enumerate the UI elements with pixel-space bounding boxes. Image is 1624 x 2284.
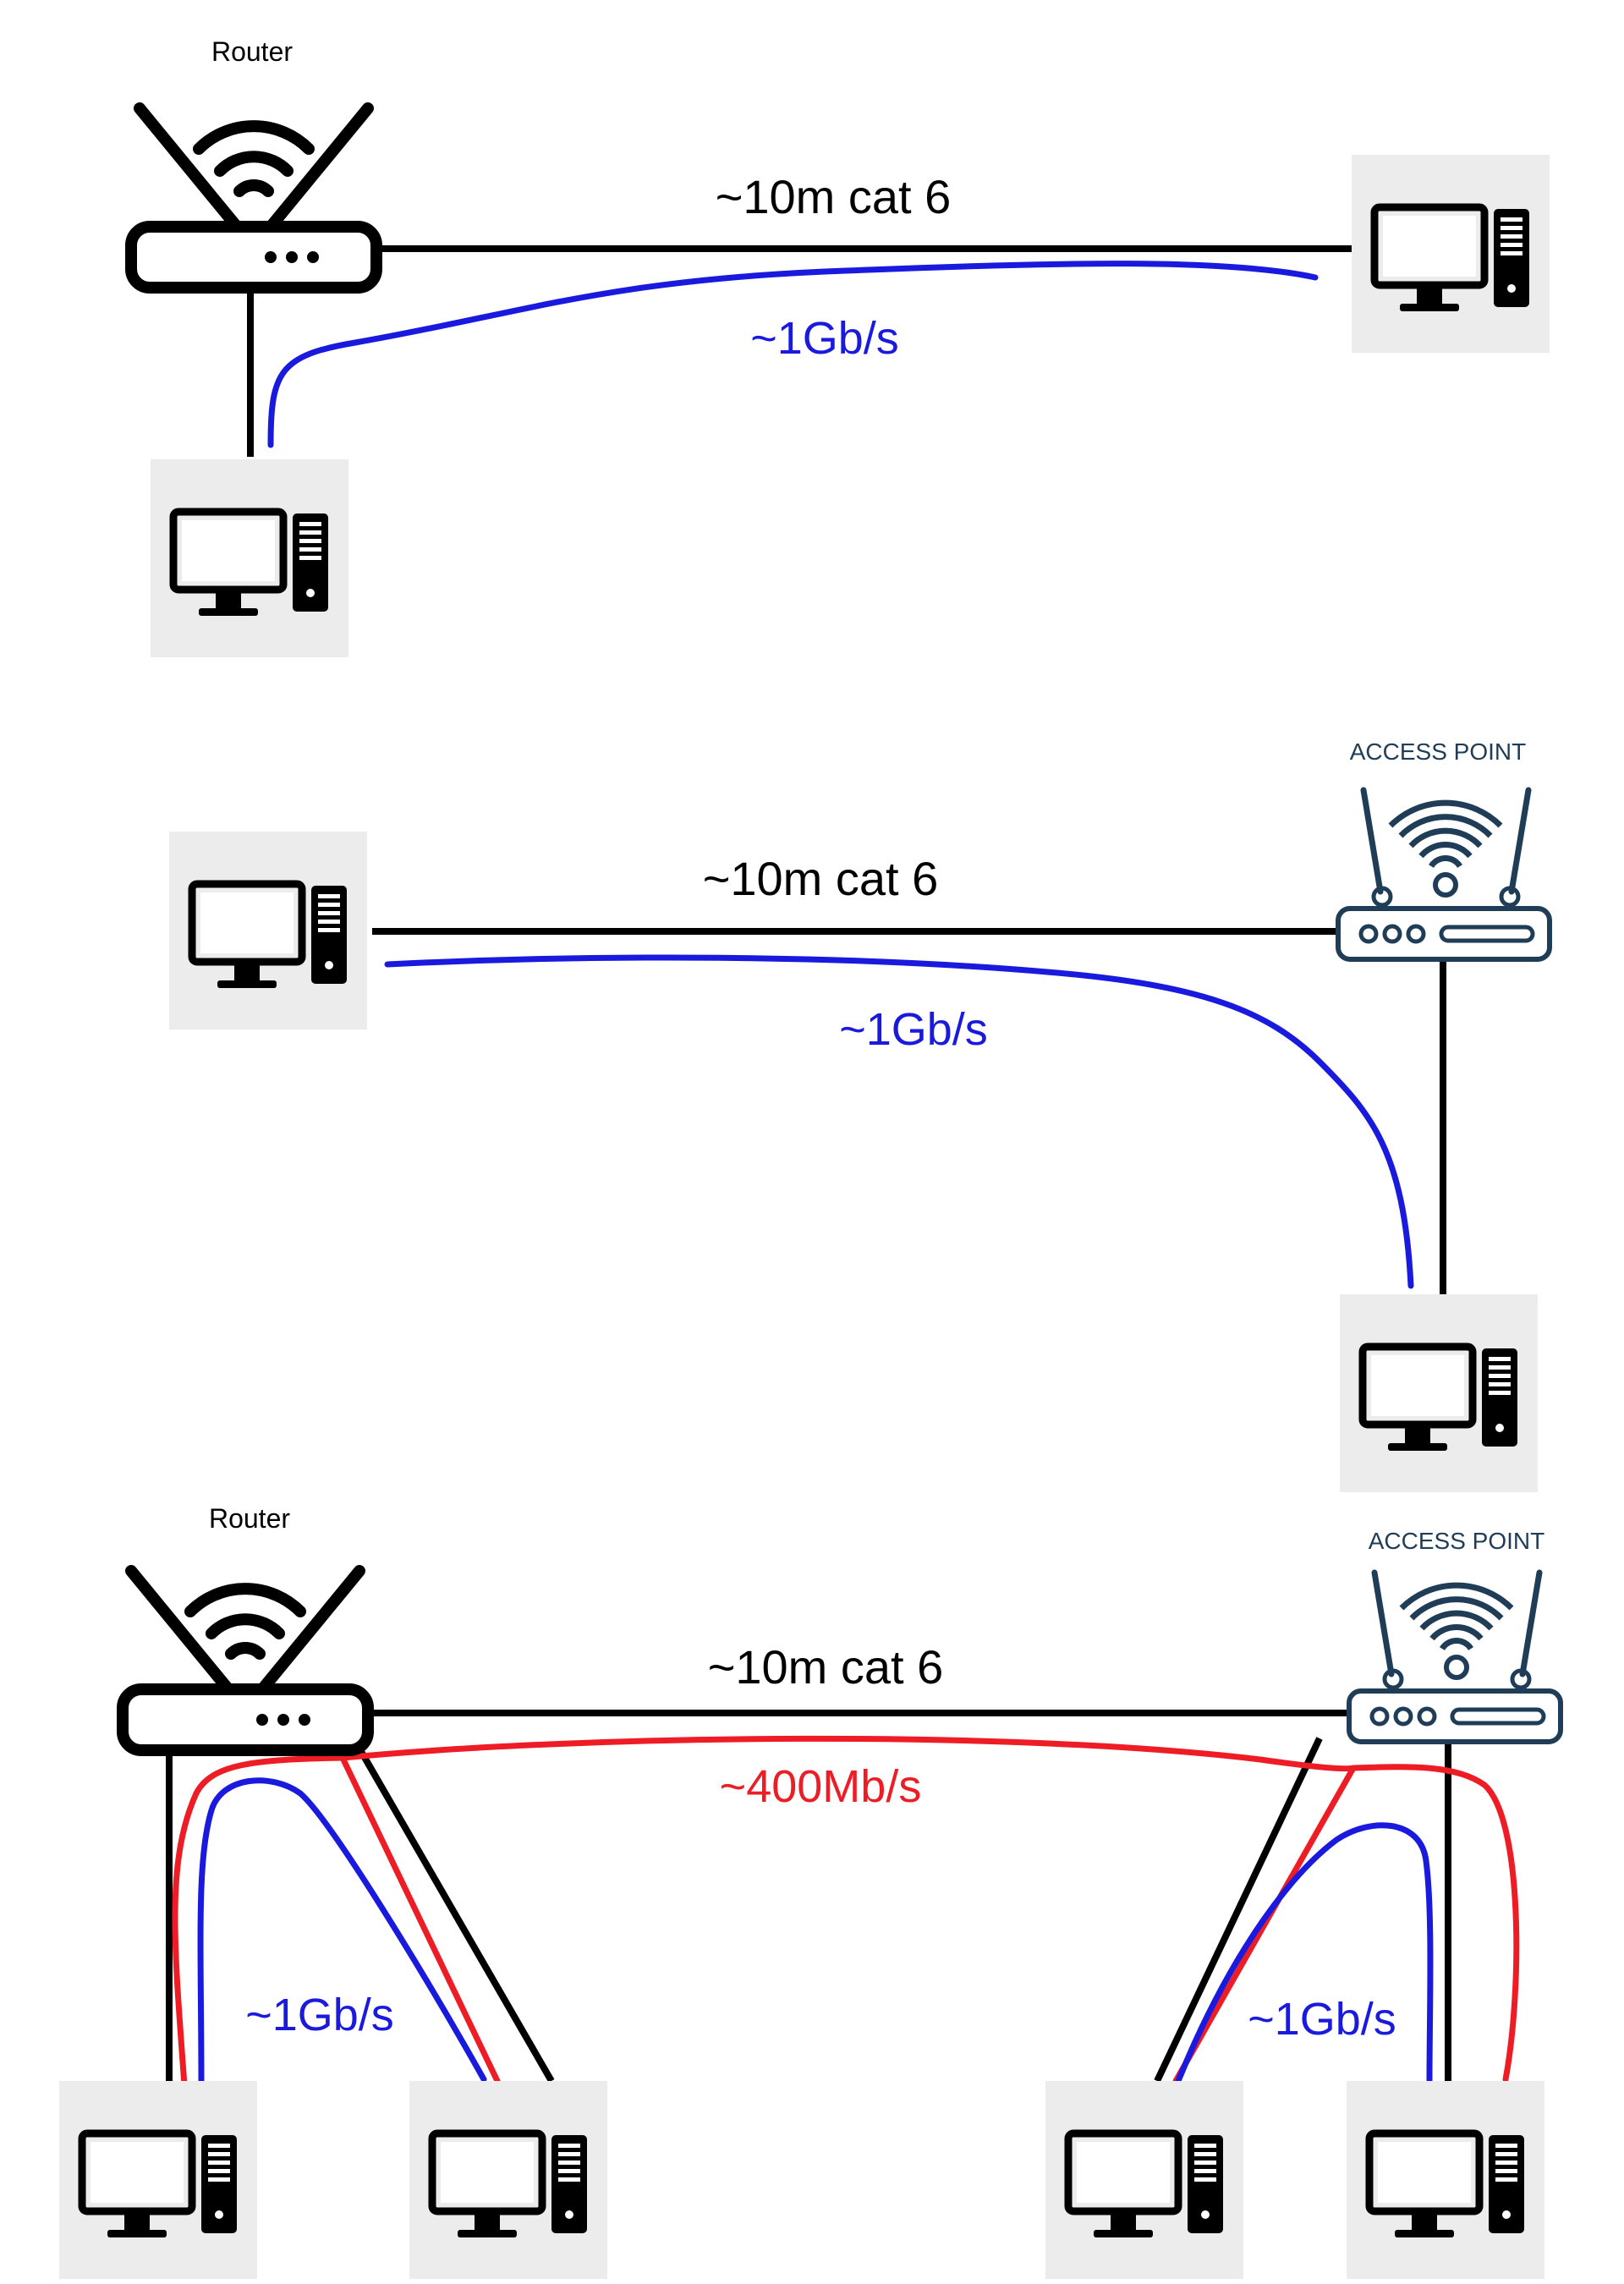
gigabit-path-ap-side <box>1175 1822 1434 2084</box>
section-3: Router ACCESS POINT ~10m cat 6 ~400Mb/s … <box>59 1503 1561 2279</box>
router-icon <box>131 108 376 288</box>
cable-label: ~10m cat 6 <box>703 852 939 905</box>
desktop-computer-icon <box>59 2081 257 2279</box>
speed-label-ap-side: ~1Gb/s <box>1248 1994 1396 2045</box>
speed-label: ~1Gb/s <box>750 313 899 364</box>
desktop-computer-icon <box>409 2081 607 2279</box>
desktop-computer-icon <box>1045 2081 1243 2279</box>
access-point-label: ACCESS POINT <box>1350 738 1526 765</box>
throughput-label: ~400Mb/s <box>720 1761 922 1812</box>
router-icon <box>123 1571 368 1750</box>
section-1: Router ~10m cat 6 ~1Gb/s <box>131 36 1550 657</box>
desktop-computer-icon <box>1347 2081 1544 2279</box>
gigabit-path-router-side <box>197 1777 487 2089</box>
section-2: ACCESS POINT ~10m cat 6 ~1Gb/s <box>169 738 1550 1492</box>
access-point-icon <box>1349 1573 1561 1742</box>
speed-label: ~1Gb/s <box>839 1004 988 1055</box>
desktop-computer-icon <box>1340 1294 1538 1492</box>
gigabit-path <box>267 261 1319 448</box>
cat6-cable-router-to-second-pc <box>350 1736 555 2084</box>
desktop-computer-icon <box>1352 155 1550 353</box>
limited-throughput-path <box>172 1735 1520 2089</box>
access-point-icon <box>1338 790 1550 959</box>
cat6-cable-access-point-to-third-pc <box>1154 1737 1323 2083</box>
cable-label: ~10m cat 6 <box>708 1640 944 1694</box>
router-label: Router <box>211 36 293 67</box>
cable-label: ~10m cat 6 <box>716 170 952 223</box>
desktop-computer-icon <box>169 832 367 1029</box>
router-label: Router <box>209 1503 290 1534</box>
access-point-label: ACCESS POINT <box>1369 1528 1544 1554</box>
gigabit-path <box>384 954 1414 1289</box>
speed-label-router-side: ~1Gb/s <box>245 1990 394 2040</box>
desktop-computer-icon <box>151 459 348 657</box>
